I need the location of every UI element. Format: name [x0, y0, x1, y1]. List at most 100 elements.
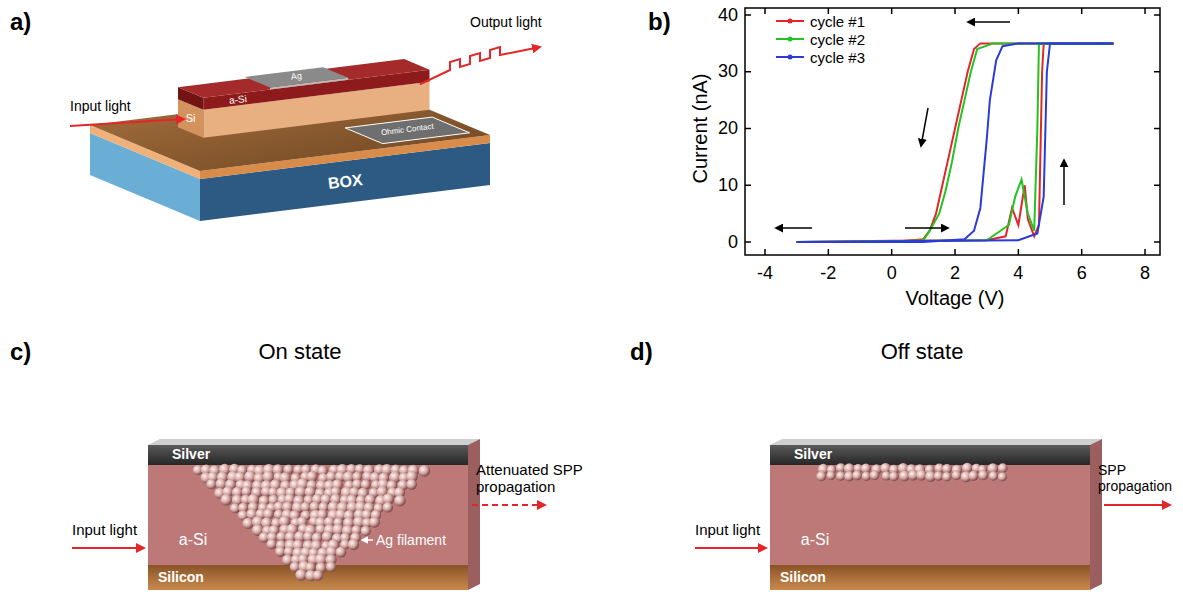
silicon-layer [770, 565, 1090, 590]
ag-filament [383, 502, 393, 512]
figure-label: -2 [820, 263, 836, 284]
y-tick [1154, 241, 1160, 243]
attenuated-spp-arrow [472, 504, 545, 506]
figure-label: Input light [70, 98, 131, 114]
iv-curve [797, 43, 1114, 242]
layer-label-box: Silicon [156, 570, 206, 585]
chart-legend: cycle #1cycle #2cycle #3 [775, 12, 865, 66]
y-tick [745, 14, 751, 16]
figure-label: Current (nA) [689, 73, 712, 183]
ag-filament [369, 517, 380, 528]
layer-name: a-Si [801, 531, 829, 549]
x-tick [1144, 249, 1146, 255]
figure-label: Off state [881, 339, 964, 364]
figure-label: 40 [718, 5, 738, 26]
layer-name: a-Si [229, 93, 248, 106]
figure-label: a) [10, 8, 31, 36]
a-si-layer [770, 465, 1090, 565]
ag-cluster-layer [978, 470, 988, 480]
figure-label: 20 [718, 118, 738, 139]
ag-cluster-layer [942, 472, 951, 481]
layer-label-box: Silver [792, 447, 834, 462]
ag-pad [245, 67, 349, 87]
y-tick [745, 128, 751, 130]
sweep-arrow [776, 227, 812, 229]
iv-curve [797, 43, 1114, 242]
ag-filament [326, 562, 336, 572]
figure-label: SPP propagation [1098, 462, 1178, 494]
figure-label: Attenuated SPP propagation [476, 461, 606, 496]
x-tick [954, 8, 956, 14]
legend-row: cycle #3 [775, 48, 865, 66]
a-si-layer [148, 465, 468, 565]
layer-name: Si [186, 112, 196, 124]
ag-cluster-layer [862, 472, 871, 481]
ag-filament [266, 539, 276, 549]
y-tick [745, 185, 751, 187]
legend-line-sample [775, 14, 805, 28]
axis-ticks [745, 8, 1160, 255]
figure-label: 0 [887, 263, 897, 284]
output-light-arrow [420, 47, 540, 84]
layer-label-box: a-Si [177, 531, 209, 549]
ag-filament [242, 518, 253, 529]
y-tick [745, 71, 751, 73]
figure-label: 30 [718, 61, 738, 82]
legend-text: cycle #2 [810, 31, 865, 48]
figure-label: Voltage (V) [906, 287, 1005, 310]
legend-line-sample [775, 32, 805, 46]
layer-name: Silver [172, 447, 210, 462]
figure-label: 10 [718, 175, 738, 196]
layer-name: a-Si [179, 531, 207, 549]
ag-cluster-layer [989, 471, 998, 480]
input-light-arrow [695, 547, 766, 549]
sweep-arrow [905, 227, 948, 229]
legend-text: cycle #1 [810, 13, 865, 30]
device-3d [70, 47, 540, 221]
silver-top [770, 439, 1102, 445]
x-tick [1018, 8, 1020, 14]
x-tick [1081, 249, 1083, 255]
ag-filament [206, 479, 216, 489]
silver-electrode [770, 445, 1090, 465]
leader-arrow [362, 539, 373, 541]
figure-label: d) [630, 338, 653, 366]
x-tick [1081, 8, 1083, 14]
figure-label: On state [258, 339, 341, 364]
ag-cluster-layer [889, 472, 899, 482]
legend-line-sample [775, 50, 805, 64]
y-tick [745, 241, 751, 243]
ag-filament [313, 570, 324, 581]
legend-text: cycle #3 [810, 49, 865, 66]
ohmic-contact-pad [345, 117, 469, 144]
iv-curve [797, 43, 1114, 242]
figure-label: 6 [1077, 263, 1087, 284]
sweep-arrow [1063, 160, 1065, 205]
layer-label-box: a-Si [799, 531, 831, 549]
iv-curve [797, 43, 1114, 242]
ag-cluster-layer [870, 471, 880, 481]
layer-label-box: Silver [170, 447, 212, 462]
figure-label: 0 [728, 232, 738, 253]
figure-label: 4 [1013, 263, 1023, 284]
layer-name: Silicon [780, 570, 826, 585]
ag-cluster-layer [826, 471, 835, 480]
figure-label: Input light [72, 521, 137, 538]
iv-curves [797, 43, 1114, 242]
ag-cluster-layer [952, 471, 962, 481]
figure-label: Output light [470, 14, 542, 30]
off-state-cross-section [695, 439, 1170, 590]
layer-name: Ag [290, 72, 302, 83]
ag-filament [348, 539, 359, 550]
sweep-arrow [921, 108, 928, 146]
figure-label: c) [10, 338, 31, 366]
figure-label: b) [648, 8, 671, 36]
x-tick [764, 8, 766, 14]
iv-curve [797, 43, 1114, 242]
ag-filament [394, 495, 406, 507]
iv-chart [745, 8, 1160, 255]
layer-name: Silver [794, 447, 832, 462]
layer-label-box: Silicon [778, 570, 828, 585]
ag-filament [406, 479, 417, 490]
